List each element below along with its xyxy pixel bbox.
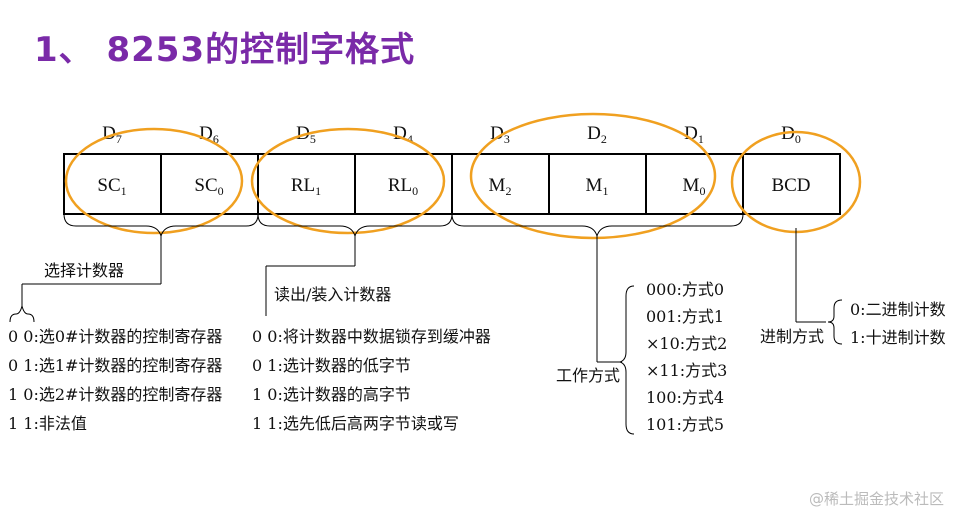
list-item: 100:方式4	[646, 388, 724, 407]
bit-label-d0: D0	[781, 123, 801, 146]
list-item: 000:方式0	[646, 280, 724, 299]
cell-bcd: BCD	[771, 175, 810, 196]
rl-item-list: 0 0:将计数器中数据锁存到缓冲器 0 1:选计数器的低字节 1 0:选计数器的…	[252, 327, 491, 433]
highlight-sc	[64, 127, 244, 235]
cell-sc0: SC0	[194, 175, 223, 198]
label-select-counter: 选择计数器	[44, 261, 124, 280]
highlight-ellipses	[64, 112, 862, 240]
bit-label-d5: D5	[296, 123, 316, 146]
cell-m2: M2	[489, 175, 512, 198]
label-read-load: 读出/装入计数器	[274, 285, 391, 304]
cell-rl1: RL1	[291, 175, 321, 198]
list-item: 0 1:选计数器的低字节	[252, 356, 411, 375]
cell-sc1: SC1	[97, 175, 126, 198]
bit-label-d2: D2	[587, 123, 607, 146]
sc-item-list: 0 0:选0#计数器的控制寄存器 0 1:选1#计数器的控制寄存器 1 0:选2…	[8, 327, 222, 433]
list-item: 1:十进制计数	[850, 328, 946, 347]
bit-label-d6: D6	[199, 123, 219, 146]
label-work-mode: 工作方式	[556, 366, 620, 385]
list-item: 1 0:选2#计数器的控制寄存器	[8, 385, 222, 404]
watermark: @稀土掘金技术社区	[809, 490, 944, 508]
highlight-mode	[469, 112, 717, 240]
list-item: 1 0:选计数器的高字节	[252, 385, 411, 404]
list-item: ×10:方式2	[646, 334, 727, 353]
bit-labels: D7 D6 D5 D4 D3 D2 D1 D0	[102, 123, 801, 146]
page-title: 1、 8253的控制字格式	[34, 30, 416, 70]
brace-mode-items	[618, 285, 635, 435]
list-item: 001:方式1	[646, 307, 724, 326]
list-item: 1 1:选先低后高两字节读或写	[252, 414, 459, 433]
bcd-item-list: 0:二进制计数 1:十进制计数	[850, 300, 946, 347]
list-item: ×11:方式3	[646, 361, 727, 380]
register-box	[63, 153, 841, 215]
list-item: 1 1:非法值	[8, 414, 87, 433]
list-item: 0 0:选0#计数器的控制寄存器	[8, 327, 222, 346]
cell-m1: M1	[586, 175, 609, 198]
mode-item-list: 000:方式0 001:方式1 ×10:方式2 ×11:方式3 100:方式4 …	[646, 280, 727, 434]
label-radix-mode: 进制方式	[760, 327, 824, 346]
cell-labels: SC1 SC0 RL1 RL0 M2 M1 M0 BCD	[97, 175, 810, 198]
highlight-rl	[250, 127, 446, 235]
brace-sc-small	[9, 305, 35, 323]
connector-lines	[9, 213, 843, 435]
list-item: 0:二进制计数	[850, 300, 946, 319]
cell-rl0: RL0	[388, 175, 418, 198]
group-labels: 选择计数器 读出/装入计数器 工作方式 进制方式	[44, 261, 824, 385]
list-item: 101:方式5	[646, 415, 724, 434]
list-item: 0 0:将计数器中数据锁存到缓冲器	[252, 327, 491, 346]
bit-label-d1: D1	[684, 123, 704, 146]
list-item: 0 1:选1#计数器的控制寄存器	[8, 356, 222, 375]
brace-bcd-items	[827, 299, 843, 345]
cell-m0: M0	[683, 175, 706, 198]
brace-mode	[451, 213, 744, 238]
